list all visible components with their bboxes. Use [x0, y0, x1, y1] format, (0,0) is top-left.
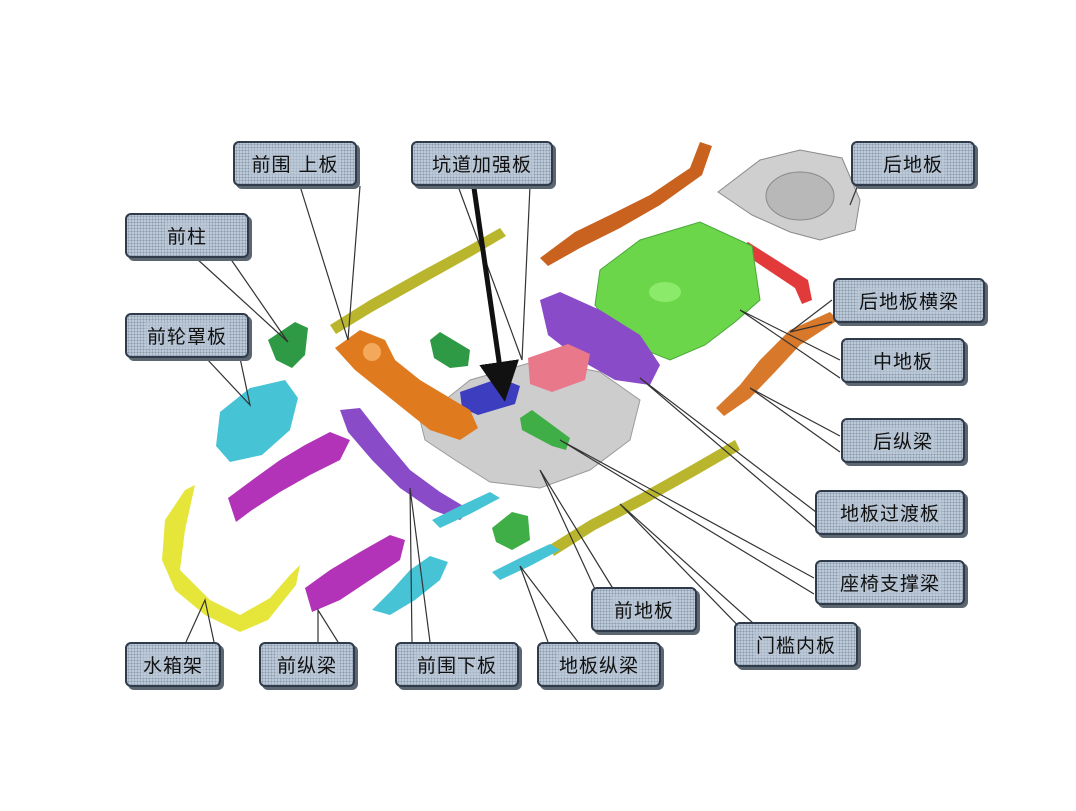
callout-middle-floor: 中地板	[841, 338, 965, 383]
callout-floor-transition-plate: 地板过渡板	[815, 490, 965, 535]
callout-label: 中地板	[870, 347, 935, 374]
callout-front-longitudinal-beam: 前纵梁	[259, 642, 355, 687]
callout-sill-inner-panel: 门槛内板	[734, 622, 858, 667]
callout-label: 前围 上板	[249, 150, 341, 177]
callout-label: 地板过渡板	[837, 499, 942, 526]
callout-tunnel-reinforcement: 坑道加强板	[411, 141, 553, 186]
sill-inner-panel-upper-part	[330, 228, 506, 334]
rear-longitudinal-beam-part	[716, 312, 838, 416]
front-wheel-housing-part	[216, 380, 298, 462]
callout-label: 后纵梁	[870, 427, 935, 454]
sill-inner-panel-part	[548, 440, 740, 556]
callout-rear-floor-crossmember: 后地板横梁	[833, 278, 985, 323]
callout-rear-floor: 后地板	[851, 141, 975, 186]
callout-label: 前地板	[611, 596, 676, 623]
rear-longitudinal-beam-upper-part	[540, 142, 712, 266]
callout-radiator-support: 水箱架	[125, 642, 221, 687]
callout-a-pillar: 前柱	[125, 213, 249, 258]
cowl-lower-panel-part	[340, 408, 470, 520]
callout-label: 前纵梁	[274, 651, 339, 678]
cyan-lower-rail-part	[372, 556, 448, 615]
callout-label: 后地板横梁	[856, 287, 961, 314]
callout-label: 坑道加强板	[429, 150, 534, 177]
tunnel-arrow	[471, 187, 519, 402]
callout-label: 地板纵梁	[556, 651, 641, 678]
callout-label: 座椅支撑梁	[837, 569, 942, 596]
callout-label: 后地板	[880, 150, 945, 177]
callout-front-wheel-housing: 前轮罩板	[125, 313, 249, 358]
rear-floor-crossmember-part	[738, 242, 812, 304]
callout-seat-support-beam: 座椅支撑梁	[815, 560, 965, 605]
radiator-support-part	[162, 485, 300, 632]
seat-support-beam-part	[520, 410, 570, 450]
floor-longitudinal-beam-part	[492, 544, 560, 580]
cyan-rail-part	[432, 492, 500, 528]
callout-label: 门槛内板	[753, 631, 838, 658]
callout-rear-longitudinal-beam: 后纵梁	[841, 418, 965, 463]
callout-label: 水箱架	[140, 651, 205, 678]
callout-label: 前围下板	[414, 651, 499, 678]
bracket-lower-part	[492, 512, 530, 550]
floor-transition-plate-part	[540, 292, 660, 385]
callout-cowl-upper-panel: 前围 上板	[233, 141, 357, 186]
front-rail-upper-part	[228, 432, 350, 522]
tunnel-reinforcement-pink-part	[528, 344, 590, 392]
bracket-part	[430, 332, 470, 368]
front-longitudinal-beam-part	[305, 535, 405, 612]
callout-label: 前轮罩板	[144, 322, 229, 349]
callout-front-floor: 前地板	[591, 587, 697, 632]
callout-label: 前柱	[164, 222, 209, 249]
callout-floor-longitudinal-beam: 地板纵梁	[537, 642, 661, 687]
callout-cowl-lower-panel: 前围下板	[395, 642, 519, 687]
